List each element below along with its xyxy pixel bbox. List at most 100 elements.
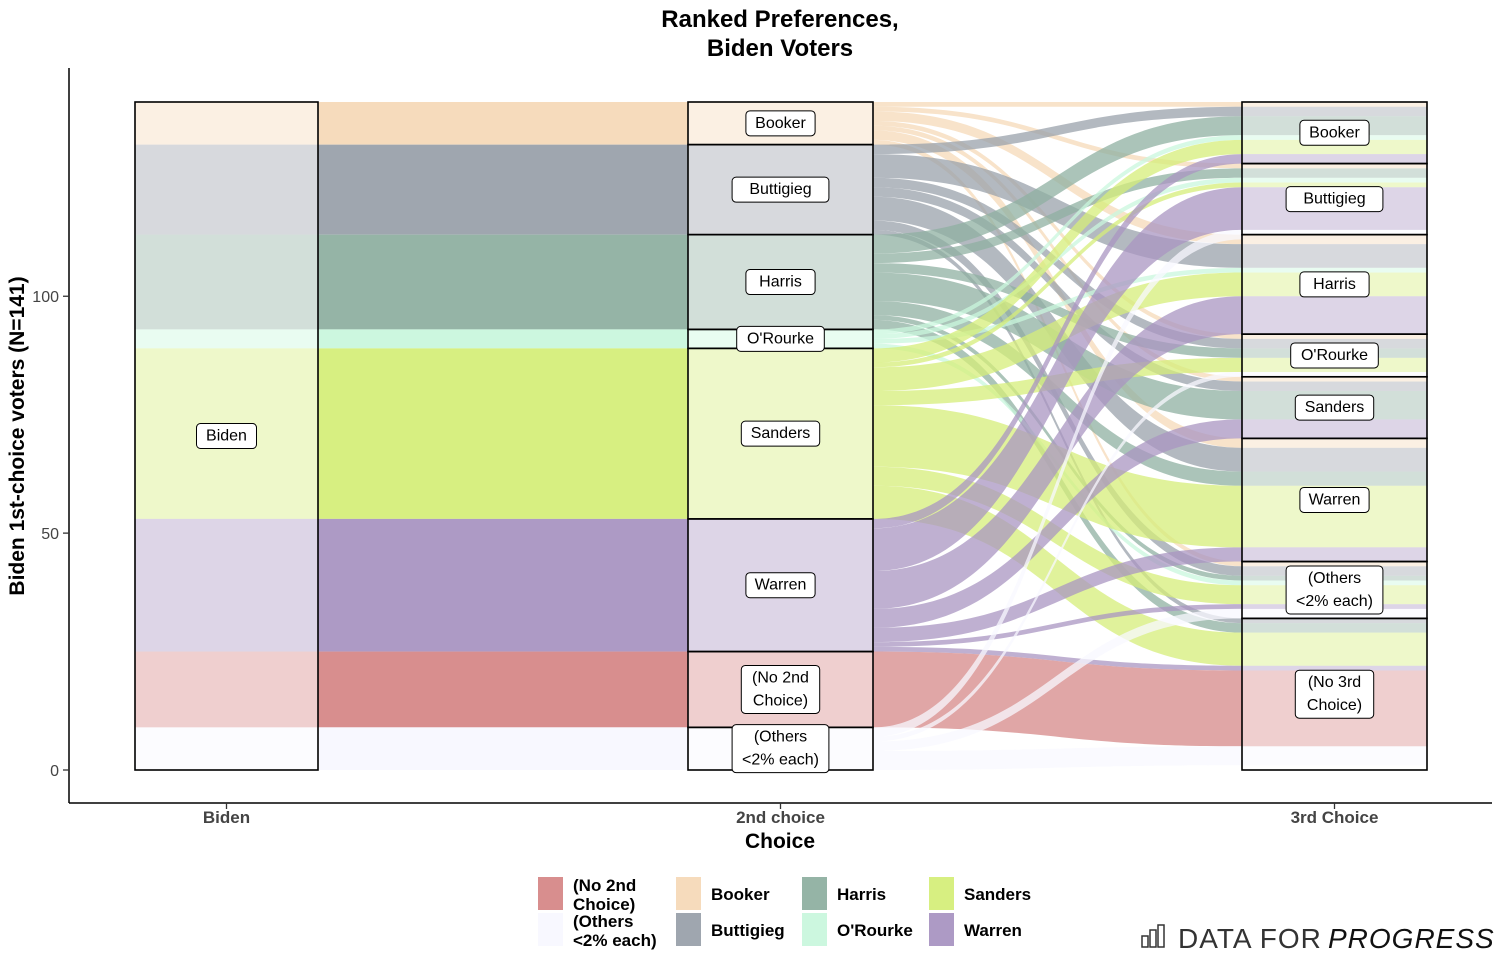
legend-item-harris: Harris bbox=[802, 877, 886, 910]
stratum-label-1-harris: Harris bbox=[745, 269, 816, 296]
flow-biden-to-warren bbox=[318, 518, 688, 652]
stratum-fill-biden bbox=[135, 234, 318, 330]
stratum-fill-biden bbox=[135, 102, 318, 145]
stratum-fill-3rd bbox=[1242, 419, 1427, 439]
chart-title-line1: Ranked Preferences, bbox=[661, 6, 898, 33]
stratum-fill-3rd bbox=[1242, 376, 1427, 382]
stratum-label-text: Booker bbox=[1309, 124, 1360, 141]
stratum-label-text: (No 3rd bbox=[1308, 674, 1361, 691]
stratum-2-no bbox=[1241, 617, 1428, 771]
stratum-label-box bbox=[736, 325, 825, 352]
stratum-label-box bbox=[740, 664, 821, 714]
stratum-label-text: Sanders bbox=[1305, 399, 1365, 416]
stratum-label-box bbox=[1290, 342, 1379, 369]
flow-sanders-to-others bbox=[873, 466, 1242, 605]
bar-chart-icon bbox=[1141, 924, 1165, 948]
logo-bar bbox=[1149, 929, 1157, 948]
stratum-fill-3rd bbox=[1242, 234, 1427, 245]
stratum-fill-3rd bbox=[1242, 296, 1427, 335]
legend-swatch bbox=[676, 913, 701, 946]
stratum-label-text: <2% each) bbox=[742, 752, 819, 769]
x-tick-label: 2nd choice bbox=[736, 808, 825, 827]
stratum-fill-3rd bbox=[1242, 267, 1427, 273]
stratum-fill-3rd bbox=[1242, 163, 1427, 169]
legend-label: Warren bbox=[964, 921, 1022, 940]
stratum-fill-3rd bbox=[1242, 334, 1427, 339]
stratum-label-box bbox=[1294, 394, 1375, 421]
stratum-label-text: (No 2nd bbox=[752, 669, 809, 686]
stratum-label-text: Harris bbox=[1313, 276, 1356, 293]
titles-layer: Ranked Preferences,Biden VotersChoiceBid… bbox=[6, 6, 899, 853]
stratum-label-box bbox=[196, 423, 257, 449]
stratum-fill-3rd bbox=[1242, 139, 1427, 155]
flow-sanders-to-booker bbox=[873, 139, 1242, 363]
stratum-label-text: Booker bbox=[755, 115, 806, 132]
x-tick-label: 3rd Choice bbox=[1291, 808, 1379, 827]
flow-warren-to-sanders bbox=[873, 419, 1242, 628]
stratum-label-text: Buttigieg bbox=[749, 181, 811, 198]
stratum-fill-3rd bbox=[1242, 447, 1427, 472]
stratum-fill-biden bbox=[135, 329, 318, 349]
stratum-label-box bbox=[1285, 565, 1384, 615]
legend-item-sanders: Sanders bbox=[929, 877, 1031, 910]
legend-swatch bbox=[929, 913, 954, 946]
logo-bar bbox=[1157, 924, 1165, 948]
stratum-label-text: <2% each) bbox=[1296, 593, 1373, 610]
legend-label: Harris bbox=[837, 885, 886, 904]
flow-warren-to-no bbox=[873, 646, 1242, 671]
stratum-fill-3rd bbox=[1242, 102, 1427, 107]
stratum-label-box bbox=[740, 420, 821, 447]
stratum-label-box bbox=[1299, 486, 1370, 513]
stratum-label-text: O'Rourke bbox=[1301, 347, 1368, 364]
stratum-fill-biden bbox=[135, 651, 318, 728]
flow-sanders-to-harris bbox=[873, 272, 1242, 391]
stratum-fill-3rd bbox=[1242, 381, 1427, 391]
flows-layer bbox=[318, 102, 1242, 770]
flow-harris-to-orourke bbox=[873, 263, 1242, 358]
stratum-label-2-warren: Warren bbox=[1299, 486, 1370, 513]
stratum-label-1-sanders: Sanders bbox=[740, 420, 821, 447]
stratum-label-1-warren: Warren bbox=[745, 572, 816, 599]
flow-buttigieg-to-orourke bbox=[873, 177, 1242, 349]
stratum-label-box bbox=[1294, 669, 1375, 719]
stratum-label-1-orourke: O'Rourke bbox=[736, 325, 825, 352]
stratum-label-2-booker: Booker bbox=[1299, 119, 1370, 146]
stratum-fill-3rd bbox=[1242, 154, 1427, 164]
stratum-fill-3rd bbox=[1242, 618, 1427, 624]
legend-item-booker: Booker bbox=[676, 877, 770, 910]
stratum-fill-3rd bbox=[1242, 177, 1427, 183]
stratum-fill-3rd bbox=[1242, 561, 1427, 567]
stratum-fill-3rd bbox=[1242, 438, 1427, 448]
legend-swatch bbox=[538, 877, 563, 910]
stratum-fill-3rd bbox=[1242, 182, 1427, 188]
stratum-label-box bbox=[745, 269, 816, 296]
flow-others-to-no bbox=[873, 746, 1242, 770]
stratum-label-0-biden: Biden bbox=[196, 423, 257, 449]
flow-warren-to-buttigieg bbox=[873, 187, 1242, 572]
flow-biden-to-orourke bbox=[318, 329, 688, 349]
stratum-label-text: Biden bbox=[206, 428, 247, 445]
stratum-fill-3rd bbox=[1242, 547, 1427, 562]
flow-biden-to-harris bbox=[318, 234, 688, 330]
stratum-fill-3rd bbox=[1242, 244, 1427, 268]
flow-biden-to-sanders bbox=[318, 348, 688, 519]
stratum-fill-3rd bbox=[1242, 168, 1427, 178]
legend-item-orourke: O'Rourke bbox=[802, 913, 913, 946]
chart-title-line2: Biden Voters bbox=[707, 35, 853, 62]
flow-booker-to-booker bbox=[873, 102, 1242, 107]
legend-label: Choice) bbox=[573, 895, 635, 914]
stratum-label-2-harris: Harris bbox=[1299, 271, 1370, 298]
logo-bar bbox=[1141, 935, 1149, 948]
legend-label: Buttigieg bbox=[711, 921, 785, 940]
flow-biden-to-booker bbox=[318, 102, 688, 145]
flow-warren-to-warren bbox=[873, 547, 1242, 643]
x-tick-label: Biden bbox=[203, 808, 250, 827]
stratum-fill-3rd bbox=[1242, 665, 1427, 671]
stratum-fill-3rd bbox=[1242, 471, 1427, 486]
stratum-fill-biden bbox=[135, 144, 318, 235]
